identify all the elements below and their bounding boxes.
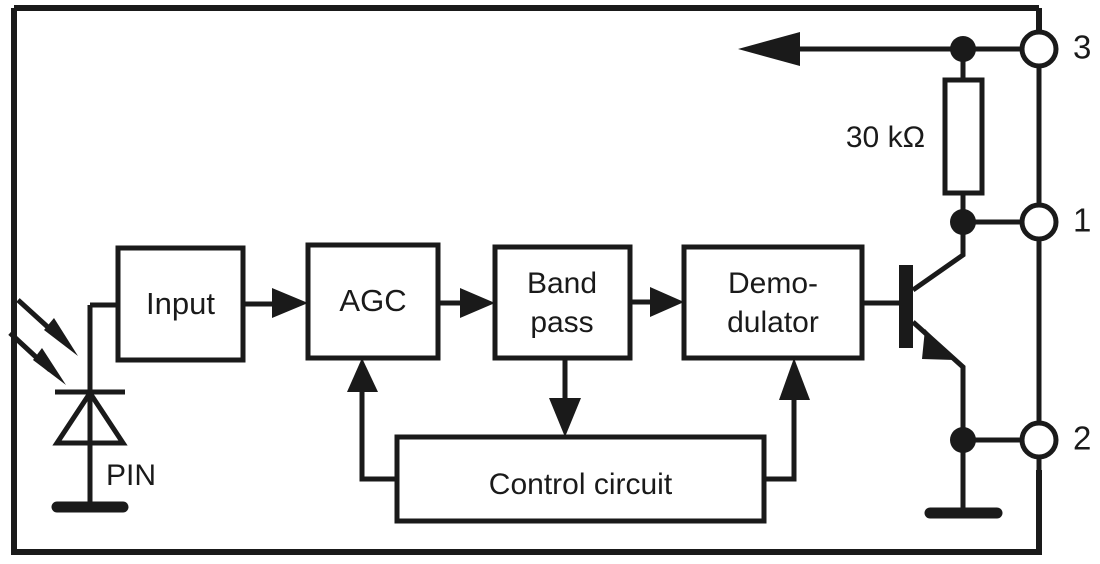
arrow-control-to-agc xyxy=(347,358,378,392)
block-demodulator-label-line2: dulator xyxy=(727,306,819,339)
arrow-agc-to-bandpass xyxy=(460,288,495,318)
arrow-control-to-demodulator xyxy=(779,358,810,400)
arrow-supply-rail xyxy=(738,32,800,66)
pin-label-3: 3 xyxy=(1073,29,1091,66)
light-arrow-icon-1 xyxy=(16,298,78,356)
block-demodulator xyxy=(681,244,865,361)
block-bandpass-label-line1: Band xyxy=(527,267,597,300)
arrow-input-to-agc xyxy=(272,288,308,318)
block-input-label: Input xyxy=(146,286,215,321)
block-input xyxy=(115,245,246,363)
transistor-base-bar xyxy=(899,265,913,348)
transistor-emitter-lead xyxy=(911,320,966,440)
block-bandpass xyxy=(492,244,633,361)
block-agc xyxy=(305,242,441,361)
pin-terminal-3[interactable] xyxy=(1019,29,1059,69)
pin-terminal-2[interactable] xyxy=(1019,420,1059,460)
resistor-30k-body xyxy=(942,77,985,196)
light-arrow-icon-2 xyxy=(8,331,66,385)
pin-terminal-1[interactable] xyxy=(1019,202,1059,242)
transistor-emitter-arrow-icon xyxy=(922,329,955,360)
block-control-circuit xyxy=(394,434,767,524)
wire-control-to-agc xyxy=(359,392,397,482)
photodiode-label: PIN xyxy=(106,459,156,492)
block-agc-label: AGC xyxy=(339,283,406,318)
wire-control-to-demodulator xyxy=(764,400,797,482)
arrow-bandpass-to-control xyxy=(549,398,581,437)
arrow-bandpass-to-demodulator xyxy=(650,287,684,317)
resistor-30k-label: 30 kΩ xyxy=(846,121,925,154)
pin-label-2: 2 xyxy=(1073,420,1091,457)
block-bandpass-label-line2: pass xyxy=(530,306,593,339)
pin-label-1: 1 xyxy=(1073,202,1091,239)
block-demodulator-label-line1: Demo- xyxy=(728,267,818,300)
junction-dot-supply xyxy=(950,36,976,62)
block-control-circuit-label: Control circuit xyxy=(489,468,673,501)
